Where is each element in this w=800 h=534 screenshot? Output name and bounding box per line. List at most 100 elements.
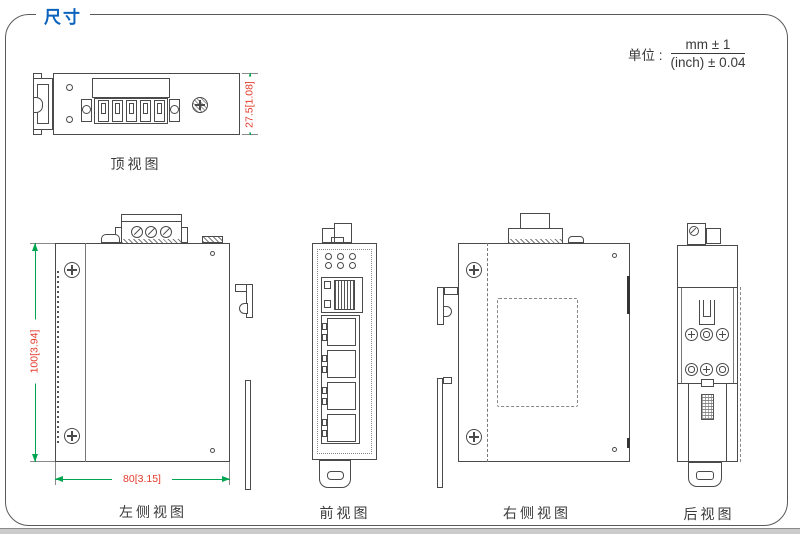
dimension-arrow: [32, 454, 38, 462]
terminal-slot: [98, 100, 109, 122]
rj45-port: [327, 382, 356, 410]
rj45-port: [327, 414, 356, 442]
din-clip-latch: [33, 97, 43, 113]
rear-ring-hole: [700, 328, 713, 341]
edge-mark: [627, 276, 630, 314]
rj45-port: [327, 318, 356, 346]
extension-line: [55, 462, 56, 485]
rear-ring-hole: [685, 363, 698, 376]
led-indicator: [337, 262, 344, 269]
din-release-tab: [319, 460, 351, 488]
nameplate-area: [497, 298, 578, 407]
terminal-slot: [112, 100, 123, 122]
terminal-base-hatch: [509, 239, 562, 243]
view-label-front: 前视图: [319, 505, 371, 521]
extension-line: [229, 462, 230, 485]
rj45-latch: [322, 419, 327, 426]
led-indicator: [337, 253, 344, 260]
panel-hatch-strip: [57, 268, 59, 443]
rear-screw: [685, 328, 698, 341]
top-bump: [202, 236, 223, 243]
case-screw: [466, 429, 482, 445]
rj45-latch: [322, 398, 327, 405]
edge-mark: [627, 438, 630, 448]
dimension-value-width: 80[3.15]: [112, 473, 172, 486]
rj45-latch: [324, 300, 331, 308]
dimension-value-depth: 27.5[1.08]: [243, 76, 257, 133]
rj45-latch: [322, 430, 327, 437]
panel-border: [5, 14, 788, 526]
pin-hole: [612, 253, 617, 258]
terminal-screw: [160, 226, 172, 238]
terminal-rear-screw: [689, 226, 699, 236]
din-release-slot: [327, 471, 344, 480]
footer-strip: [0, 528, 800, 534]
din-clip-channel: [726, 384, 727, 462]
front-panel-edge: [85, 243, 86, 462]
ground-screw: [192, 97, 208, 113]
case-screw: [64, 262, 80, 278]
rear-screw: [716, 328, 729, 341]
terminal-block-top: [92, 78, 170, 98]
terminal-screw: [131, 226, 143, 238]
vent-hole: [66, 116, 73, 123]
rj45-latch: [324, 281, 331, 289]
din-clip-channel: [688, 384, 689, 462]
terminal-slot-screw: [157, 103, 162, 114]
din-clip-spring: [701, 394, 714, 420]
mount-u-hook-inner: [703, 300, 711, 317]
din-hook-tip: [443, 377, 452, 384]
terminal-rear-right: [706, 228, 721, 244]
rj45-latch: [322, 355, 327, 362]
units-fraction: mm ± 1 (inch) ± 0.04: [670, 37, 746, 70]
dimension-arrow: [32, 243, 38, 251]
case-screw: [64, 428, 80, 444]
terminal-base-hatch: [122, 239, 181, 243]
dimension-arrow: [222, 476, 230, 482]
rj45-latch: [322, 334, 327, 341]
terminal-slot: [126, 100, 137, 122]
rj45-latch: [322, 323, 327, 330]
terminal-ear-screw: [170, 105, 179, 114]
vent-hole: [66, 84, 73, 91]
din-hook-curl: [239, 303, 248, 314]
rj45-latch: [322, 387, 327, 394]
device-rear-outline: [677, 245, 738, 462]
rj45-port-bank: [321, 315, 360, 444]
rear-screw: [700, 363, 713, 376]
din-clip-notch: [701, 379, 714, 387]
rear-ring-hole: [716, 363, 729, 376]
terminal-block-body: [94, 98, 168, 124]
pin-hole: [210, 448, 215, 453]
terminal-block-raised: [520, 213, 550, 229]
rj45-port: [327, 350, 356, 378]
din-release-tab: [688, 462, 722, 487]
terminal-ear: [181, 227, 188, 243]
view-label-left-side: 左侧视图: [119, 504, 187, 520]
led-indicator: [325, 253, 332, 260]
device-body-outline: [53, 73, 240, 135]
din-hook-front-slot: [331, 237, 344, 243]
view-label-right-side: 右侧视图: [503, 505, 571, 521]
terminal-slot-screw: [115, 103, 120, 114]
top-bump: [568, 236, 584, 243]
rear-panel-edge: [681, 288, 682, 383]
section-title: 尺寸: [36, 3, 90, 28]
terminal-block-line: [121, 221, 182, 222]
terminal-screw: [145, 226, 157, 238]
units-label: 单位 :: [628, 47, 663, 63]
din-release-slot: [696, 471, 714, 480]
units-imperial: (inch) ± 0.04: [670, 55, 746, 70]
pin-hole: [210, 251, 215, 256]
terminal-slot: [154, 100, 165, 122]
rear-panel-edge: [733, 288, 734, 383]
extension-line: [30, 243, 55, 244]
dimension-arrow: [55, 476, 63, 482]
view-label-rear: 后视图: [683, 506, 735, 522]
led-indicator: [325, 262, 332, 269]
din-rail-edge: [437, 378, 443, 488]
terminal-slot-screw: [101, 103, 106, 114]
terminal-slot: [140, 100, 151, 122]
pin-hole: [612, 447, 617, 452]
